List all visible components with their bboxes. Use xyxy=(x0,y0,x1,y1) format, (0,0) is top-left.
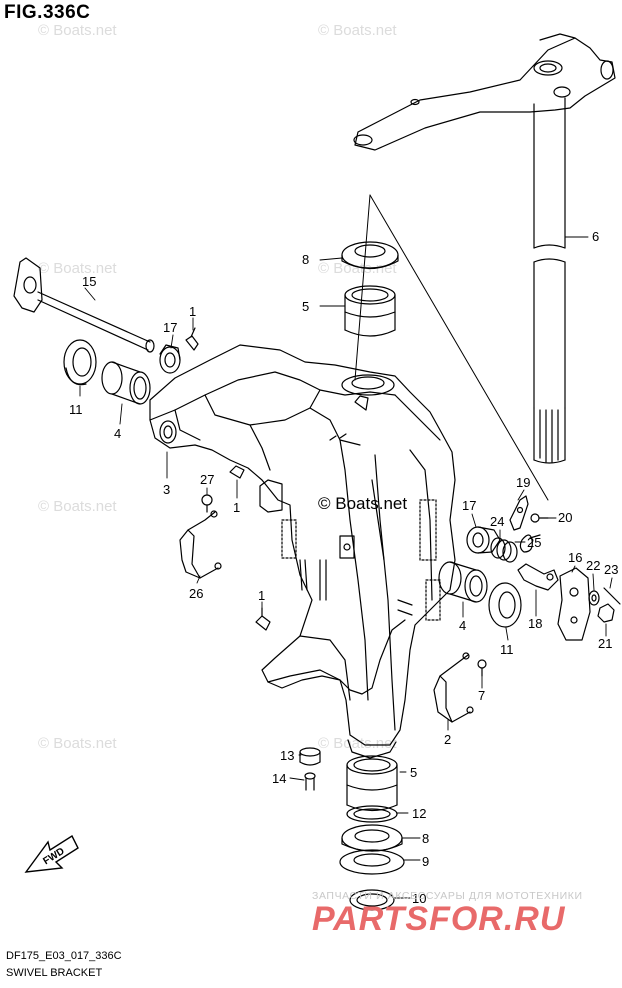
washer-11-left xyxy=(63,339,97,386)
washer-8-top xyxy=(341,241,399,270)
clip-2 xyxy=(433,652,474,723)
washer-22 xyxy=(588,590,600,606)
washer-10 xyxy=(349,889,395,911)
callout-12: 12 xyxy=(412,806,426,821)
bushing-4-left xyxy=(101,361,151,405)
callout-11: 11 xyxy=(69,402,83,417)
bushing-4-right xyxy=(438,561,488,603)
diagram-name: SWIVEL BRACKET xyxy=(6,967,103,979)
callout-5: 5 xyxy=(410,765,417,780)
callout-15: 15 xyxy=(82,274,96,289)
lever-18 xyxy=(517,563,559,591)
plate-16 xyxy=(557,567,591,641)
callout-21: 21 xyxy=(598,636,612,651)
clip-26 xyxy=(179,510,222,579)
callout-1: 1 xyxy=(258,588,265,603)
washer-9 xyxy=(339,849,405,875)
watermark-boats: © Boats.net xyxy=(38,22,117,39)
callout-11: 11 xyxy=(500,642,514,657)
callout-1: 1 xyxy=(189,304,196,319)
bolt-17-right xyxy=(466,526,501,554)
bolt-14 xyxy=(304,772,316,791)
diagram-code: DF175_E03_017_336C xyxy=(6,950,122,962)
grease-fitting-1-mid xyxy=(229,465,245,479)
callout-25: 25 xyxy=(527,535,541,550)
callout-8: 8 xyxy=(422,831,429,846)
swivel-bracket-body xyxy=(149,344,456,759)
callout-3: 3 xyxy=(163,482,170,497)
bolt-7 xyxy=(477,659,487,677)
callout-27: 27 xyxy=(200,472,214,487)
lever-19 xyxy=(509,495,529,531)
callout-18: 18 xyxy=(528,616,542,631)
figure-title: FIG.336C xyxy=(4,2,91,23)
bushing-5-top xyxy=(344,285,396,337)
bolt-20 xyxy=(530,513,549,523)
bolt-27 xyxy=(201,494,213,513)
fwd-arrow-icon: FWD xyxy=(24,834,79,873)
callout-13: 13 xyxy=(280,748,294,763)
watermark-boats: © Boats.net xyxy=(38,735,117,752)
callout-16: 16 xyxy=(568,550,582,565)
bolt-17-left xyxy=(159,344,181,374)
watermark-boats: © Boats.net xyxy=(318,22,397,39)
callout-6: 6 xyxy=(592,229,599,244)
seal-12 xyxy=(346,805,398,823)
grease-fitting-1-low xyxy=(255,607,271,631)
steering-shaft-part xyxy=(353,33,616,464)
spring-24 xyxy=(490,537,518,563)
tilt-shaft-15 xyxy=(13,257,155,353)
watermark-boats: © Boats.net xyxy=(38,260,117,277)
washer-8-bottom xyxy=(341,824,403,852)
callout-26: 26 xyxy=(189,586,203,601)
callout-2: 2 xyxy=(444,732,451,747)
callout-19: 19 xyxy=(516,475,530,490)
callout-24: 24 xyxy=(490,514,504,529)
callout-4: 4 xyxy=(114,426,121,441)
washer-11-right xyxy=(488,582,522,628)
callout-17: 17 xyxy=(462,498,476,513)
cap-13 xyxy=(299,747,321,766)
callout-10: 10 xyxy=(412,891,426,906)
partsfor-tagline: ЗАПЧАСТИ И АКСЕССУАРЫ ДЛЯ МОТОТЕХНИКИ xyxy=(312,890,583,902)
callout-4: 4 xyxy=(459,618,466,633)
leader-lines xyxy=(79,236,613,899)
callout-23: 23 xyxy=(604,562,618,577)
callout-labels: 15 17 1 11 4 3 27 1 26 1 8 5 6 17 24 25 … xyxy=(69,229,618,906)
nut-21 xyxy=(597,603,615,623)
watermark-boats: © Boats.net xyxy=(318,494,408,513)
callout-5: 5 xyxy=(302,299,309,314)
callout-1: 1 xyxy=(233,500,240,515)
callout-9: 9 xyxy=(422,854,429,869)
callout-7: 7 xyxy=(478,688,485,703)
bushing-5-bottom xyxy=(346,755,398,812)
callout-20: 20 xyxy=(558,510,572,525)
partsfor-logo: PARTSFOR.RU xyxy=(312,900,566,938)
watermark-boats: © Boats.net xyxy=(318,735,397,752)
callout-17: 17 xyxy=(163,320,177,335)
pin-23 xyxy=(603,587,621,605)
grease-fitting-1-top xyxy=(185,327,199,351)
callout-14: 14 xyxy=(272,771,286,786)
watermark-boats: © Boats.net xyxy=(318,260,397,277)
spring-25 xyxy=(519,534,541,553)
callout-22: 22 xyxy=(586,558,600,573)
callout-8: 8 xyxy=(302,252,309,267)
watermark-boats: © Boats.net xyxy=(38,498,117,515)
